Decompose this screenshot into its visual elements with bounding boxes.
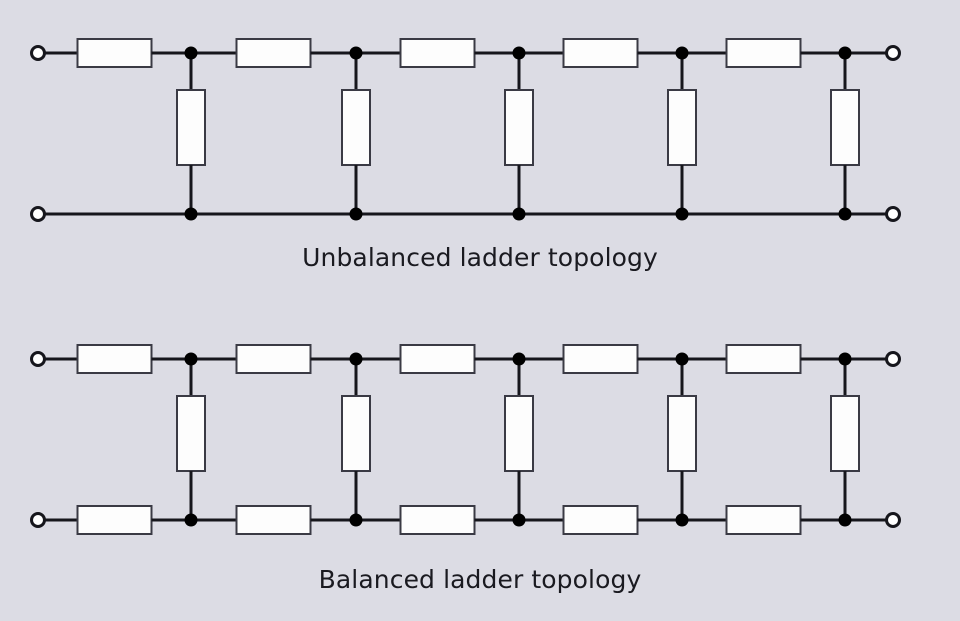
diagram-unbalanced-bottom-node-1 <box>184 207 198 221</box>
diagram-balanced-top-rail-series-resistor-2 <box>235 344 312 374</box>
diagram-unbalanced-top-node-5 <box>838 46 852 60</box>
diagram-unbalanced-bottom-node-3 <box>512 207 526 221</box>
diagram-balanced-bottom-rail-series-resistor-2 <box>235 505 312 535</box>
diagram-balanced-bottom-node-3 <box>512 513 526 527</box>
diagram-unbalanced-terminal-input-bottom[interactable] <box>30 206 46 222</box>
diagram-balanced-shunt-resistor-4 <box>667 395 697 472</box>
diagram-balanced-top-node-5 <box>838 352 852 366</box>
diagram-unbalanced-shunt-resistor-3 <box>504 89 534 166</box>
diagram-unbalanced-terminal-output-top[interactable] <box>885 45 901 61</box>
diagram-unbalanced-bottom-node-4 <box>675 207 689 221</box>
diagram-balanced-bottom-node-5 <box>838 513 852 527</box>
diagram-unbalanced-top-rail-series-resistor-2 <box>235 38 312 68</box>
diagram-unbalanced-bottom-node-5 <box>838 207 852 221</box>
diagram-unbalanced-shunt-resistor-5 <box>830 89 860 166</box>
diagram-balanced-top-rail-series-resistor-1 <box>76 344 153 374</box>
diagram-unbalanced-top-rail-series-resistor-3 <box>399 38 476 68</box>
diagram-unbalanced-top-rail-series-resistor-5 <box>725 38 802 68</box>
diagram-balanced-bottom-rail-series-resistor-3 <box>399 505 476 535</box>
diagram-balanced-top-node-1 <box>184 352 198 366</box>
diagram-balanced-top-node-4 <box>675 352 689 366</box>
diagram-unbalanced-top-node-2 <box>349 46 363 60</box>
diagram-balanced-terminal-input-bottom[interactable] <box>30 512 46 528</box>
diagram-unbalanced-bottom-node-2 <box>349 207 363 221</box>
diagram-balanced-top-node-2 <box>349 352 363 366</box>
diagram-balanced-shunt-resistor-5 <box>830 395 860 472</box>
diagram-balanced-bottom-node-1 <box>184 513 198 527</box>
diagram-unbalanced-top-rail-series-resistor-1 <box>76 38 153 68</box>
diagram-unbalanced-top-node-1 <box>184 46 198 60</box>
diagram-balanced-top-rail-series-resistor-5 <box>725 344 802 374</box>
diagram-unbalanced-shunt-resistor-1 <box>176 89 206 166</box>
caption-unbalanced-ladder: Unbalanced ladder topology <box>302 243 658 272</box>
diagram-balanced-shunt-resistor-2 <box>341 395 371 472</box>
diagram-balanced-terminal-output-bottom[interactable] <box>885 512 901 528</box>
diagram-unbalanced-top-rail-series-resistor-4 <box>562 38 639 68</box>
diagram-balanced-top-node-3 <box>512 352 526 366</box>
caption-balanced-ladder: Balanced ladder topology <box>318 565 642 594</box>
diagram-unbalanced-terminal-output-bottom[interactable] <box>885 206 901 222</box>
diagram-balanced-bottom-node-4 <box>675 513 689 527</box>
diagram-balanced-bottom-rail-series-resistor-4 <box>562 505 639 535</box>
diagram-balanced-shunt-resistor-1 <box>176 395 206 472</box>
diagram-balanced-terminal-output-top[interactable] <box>885 351 901 367</box>
diagram-balanced-bottom-rail-series-resistor-1 <box>76 505 153 535</box>
diagram-balanced-top-rail-series-resistor-3 <box>399 344 476 374</box>
diagram-balanced-bottom-node-2 <box>349 513 363 527</box>
diagram-balanced-terminal-input-top[interactable] <box>30 351 46 367</box>
diagram-balanced-shunt-resistor-3 <box>504 395 534 472</box>
diagram-unbalanced-terminal-input-top[interactable] <box>30 45 46 61</box>
diagram-unbalanced-top-node-4 <box>675 46 689 60</box>
diagram-balanced-bottom-rail-series-resistor-5 <box>725 505 802 535</box>
diagram-unbalanced-top-node-3 <box>512 46 526 60</box>
diagram-balanced-top-rail-series-resistor-4 <box>562 344 639 374</box>
diagram-unbalanced-shunt-resistor-4 <box>667 89 697 166</box>
diagram-unbalanced-shunt-resistor-2 <box>341 89 371 166</box>
